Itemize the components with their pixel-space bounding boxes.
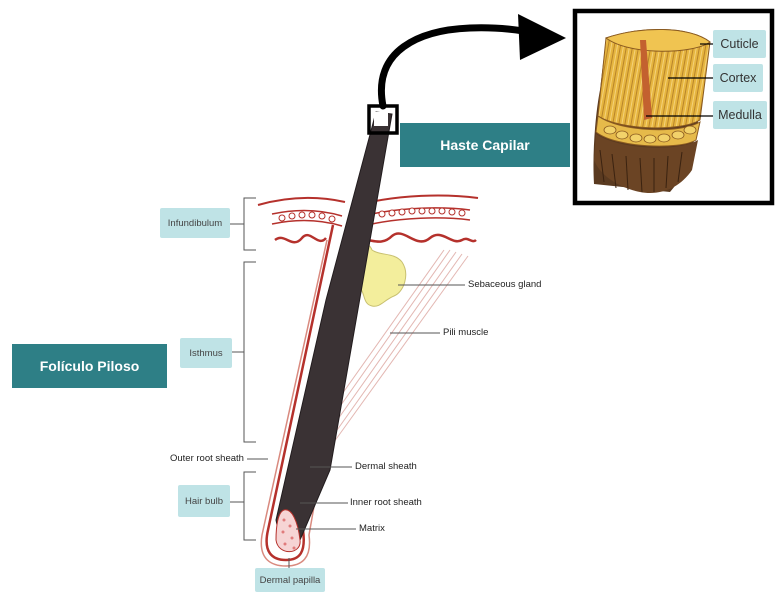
matrix-label: Matrix [359,523,385,534]
hair-shaft [276,112,392,548]
inner-root-sheath-label: Inner root sheath [350,497,422,508]
pili-muscle-label: Pili muscle [443,327,488,338]
hair-bulb-label: Hair bulb [178,485,230,517]
dermal-sheath-label: Dermal sheath [355,461,417,472]
sebaceous-gland-label: Sebaceous gland [468,279,541,290]
dermal-papilla-label: Dermal papilla [255,568,325,592]
foliculo-piloso-title: Folículo Piloso [12,344,167,388]
cortex-label: Cortex [713,64,763,92]
haste-capilar-title: Haste Capilar [400,123,570,167]
cuticle-label: Cuticle [713,30,766,58]
outer-root-sheath-label: Outer root sheath [170,453,244,464]
region-brackets [230,198,256,540]
zoom-arrow [381,28,540,106]
infundibulum-label: Infundibulum [160,208,230,238]
isthmus-label: Isthmus [180,338,232,368]
medulla-label: Medulla [713,101,767,129]
